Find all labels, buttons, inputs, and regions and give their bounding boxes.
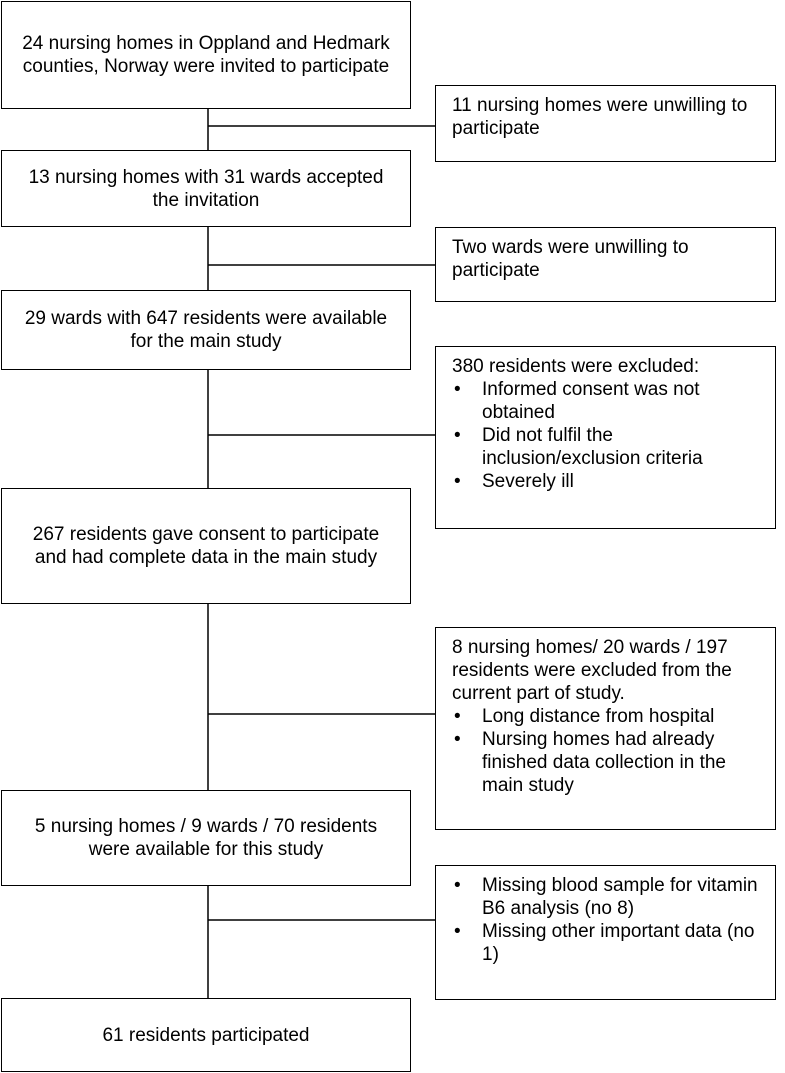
exclusion-reason-item: Long distance from hospital: [452, 705, 763, 728]
step-box-available-main: 29 wards with 647 residents were availab…: [1, 290, 411, 370]
step-box-consented: 267 residents gave consent to participat…: [1, 488, 411, 604]
exclusion-reasons-list: Long distance from hospital Nursing home…: [452, 705, 763, 797]
exclusion-text-current-part: 8 nursing homes/ 20 wards / 197 resident…: [452, 637, 732, 704]
step-box-accepted: 13 nursing homes with 31 wards accepted …: [1, 150, 411, 227]
step-text-invited: 24 nursing homes in Oppland and Hedmark …: [22, 33, 390, 77]
step-box-invited: 24 nursing homes in Oppland and Hedmark …: [1, 1, 411, 109]
exclusion-reasons-list: Informed consent was not obtained Did no…: [452, 378, 763, 493]
step-box-participated: 61 residents participated: [1, 998, 411, 1072]
exclusion-reason-item: Nursing homes had already finished data …: [452, 728, 763, 797]
step-text-available-main: 29 wards with 647 residents were availab…: [24, 308, 388, 352]
exclusion-reason-item: Informed consent was not obtained: [452, 378, 763, 424]
exclusion-text-homes-unwilling: 11 nursing homes were unwilling to parti…: [452, 95, 748, 139]
exclusion-text-wards-unwilling: Two wards were unwilling to participate: [452, 237, 689, 281]
exclusion-reasons-list: Missing blood sample for vitamin B6 anal…: [452, 874, 763, 966]
step-text-participated: 61 residents participated: [102, 1024, 310, 1046]
step-text-consented: 267 residents gave consent to participat…: [32, 524, 380, 568]
exclusion-reason-item: Missing other important data (no 1): [452, 920, 763, 966]
exclusion-box-residents-excluded: 380 residents were excluded: Informed co…: [435, 346, 776, 529]
exclusion-box-missing-data: Missing blood sample for vitamin B6 anal…: [435, 865, 776, 1000]
exclusion-text-residents-excluded: 380 residents were excluded:: [452, 356, 700, 377]
step-text-available-study: 5 nursing homes / 9 wards / 70 residents…: [34, 816, 378, 860]
exclusion-reason-item: Missing blood sample for vitamin B6 anal…: [452, 874, 763, 920]
exclusion-box-wards-unwilling: Two wards were unwilling to participate: [435, 227, 776, 302]
exclusion-reason-item: Did not fulfil the inclusion/exclusion c…: [452, 424, 763, 470]
exclusion-reason-item: Severely ill: [452, 470, 763, 493]
exclusion-box-current-part: 8 nursing homes/ 20 wards / 197 resident…: [435, 627, 776, 830]
step-text-accepted: 13 nursing homes with 31 wards accepted …: [28, 166, 384, 211]
exclusion-box-homes-unwilling: 11 nursing homes were unwilling to parti…: [435, 85, 776, 162]
step-box-available-study: 5 nursing homes / 9 wards / 70 residents…: [1, 790, 411, 886]
